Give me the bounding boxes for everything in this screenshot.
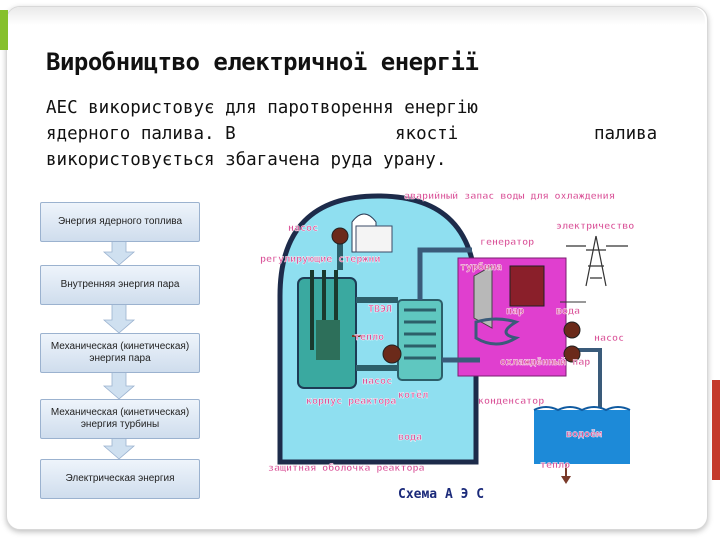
condenser-coil [474,317,521,346]
label-control-rods: регулирующие стержни [260,254,380,265]
paragraph-line-3: використовується збагачена руда урану. [46,150,447,170]
flow-step-1: Энергия ядерного топлива [40,202,200,242]
label-water-bottom: вода [398,432,422,443]
slide-top-band [7,7,705,25]
flow-step-4: Механическая (кинетическая) энергия турб… [40,399,200,439]
label-electricity: электричество [556,221,634,232]
label-heat: тепло [354,332,384,343]
paragraph-line-1: АЕС використовує для паротворення енергі… [46,98,478,118]
boiler-core [397,299,443,381]
label-boiler: котёл [398,389,428,401]
label-cooled-steam: охлаждённый пар [500,356,590,368]
slide-title: Виробництво електричної енергії [46,48,479,76]
label-water-right: вода [556,306,580,317]
paragraph-line-2b: якості [395,124,459,144]
flow-step-5: Электрическая энергия [40,459,200,499]
label-water-cooling: водоём [566,428,602,440]
label-reactor-body: корпус реактора [306,396,396,407]
label-pump-top: насос [288,223,318,234]
label-generator: генератор [480,237,534,248]
flow-arrow-2 [102,301,136,334]
label-condenser: конденсатор [478,396,544,407]
paragraph-line-2c: палива [594,124,658,144]
pump-icon-top [331,227,349,245]
label-containment: защитная оболочка реактора [268,462,425,474]
cooling-reservoir [534,410,630,464]
turbine-shape [473,265,493,329]
flow-step-3: Механическая (кинетическая) энергия пара [40,333,200,373]
accent-bar-red [712,380,720,480]
generator-block [509,265,545,307]
paragraph-line-2a: ядерного палива. В [46,124,236,144]
flow-arrow-1 [102,239,136,266]
pump-icon-right [563,321,581,339]
label-pump-right: насос [594,333,624,344]
label-fuel: ТВЭЛ [368,304,392,315]
label-turbine: турбина [460,261,502,273]
label-steam: пар [506,306,524,317]
label-pump-bottom: насос [362,376,392,387]
pump-icon-bottom [563,345,581,363]
label-emergency-tank: аварийный запас воды для охлаждения [404,190,615,202]
power-pylon-icon [566,235,628,287]
accent-bar-green [0,10,8,50]
diagram-caption: Схема А Э С [398,487,484,502]
pump-icon-left [382,344,402,364]
label-heat-bottom: тепло [540,460,570,471]
flow-step-2: Внутренняя энергия пара [40,265,200,305]
fuel-assembly [316,320,340,360]
